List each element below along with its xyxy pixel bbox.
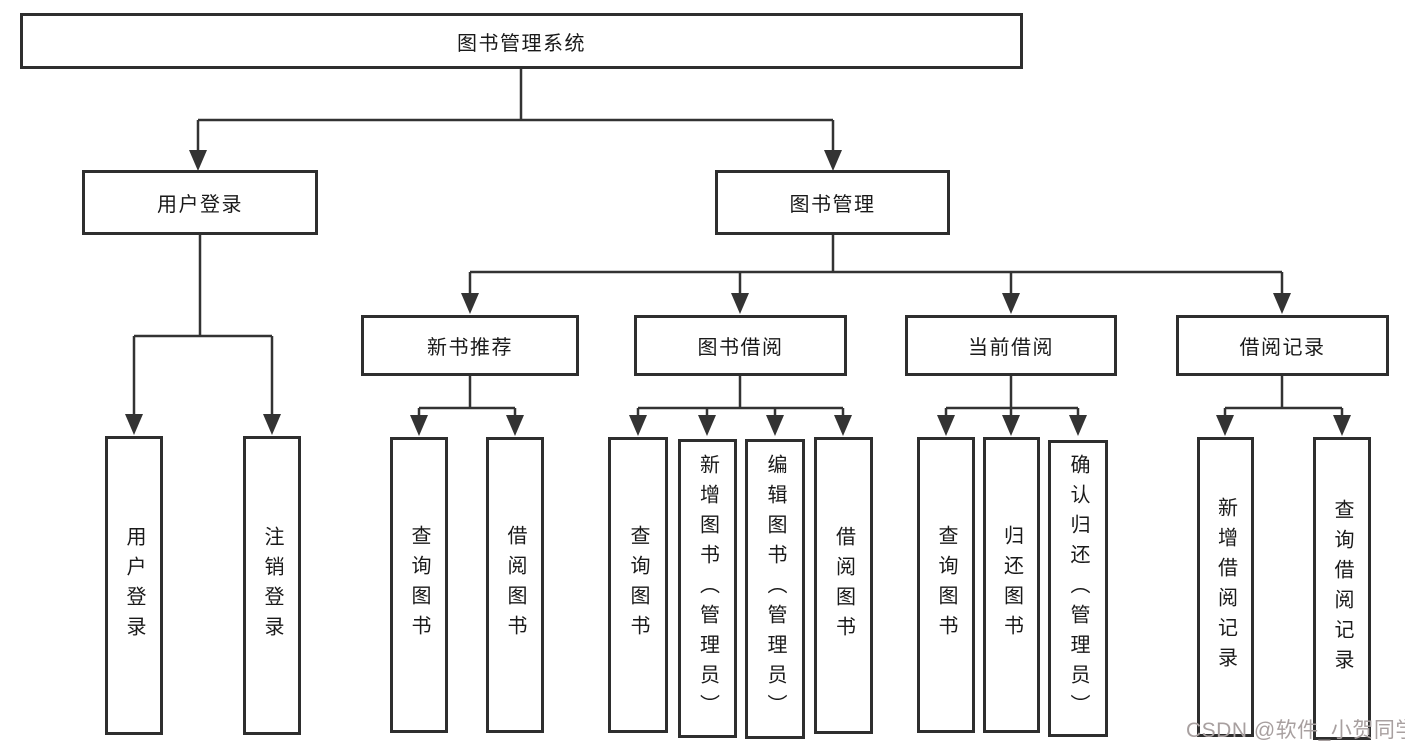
leaf-newbook-borrow-books: 借阅图书 <box>486 437 544 733</box>
node-label: 查询图书 <box>408 525 430 645</box>
node-label: 用户登录 <box>157 194 243 216</box>
node-book-management: 图书管理 <box>715 170 950 235</box>
leaf-logout-login: 注销登录 <box>243 436 301 735</box>
node-book-management-system: 图书管理系统 <box>20 13 1023 69</box>
node-label: 编辑图书（管理员） <box>764 454 786 724</box>
node-label: 注销登录 <box>261 525 283 646</box>
node-label: 确认归还（管理员） <box>1067 453 1089 724</box>
node-label: 借阅记录 <box>1239 337 1326 359</box>
leaf-query-borrow-record: 查询借阅记录 <box>1313 437 1371 740</box>
leaf-current-query-books: 查询图书 <box>917 437 975 733</box>
node-label: 用户登录 <box>123 525 145 646</box>
connector-strokes <box>132 69 1344 417</box>
arrowheads <box>125 150 1351 436</box>
node-current-borrowing: 当前借阅 <box>905 315 1117 376</box>
leaf-newbook-query-books: 查询图书 <box>390 437 448 733</box>
leaf-edit-books-admin: 编辑图书（管理员） <box>745 439 805 739</box>
node-label: 当前借阅 <box>968 337 1054 359</box>
node-label: 新增图书（管理员） <box>696 453 719 724</box>
node-label: 借阅图书 <box>832 525 855 646</box>
leaf-borrowing-query-books: 查询图书 <box>608 437 668 733</box>
node-label: 图书管理 <box>789 194 876 216</box>
node-book-borrowing: 图书借阅 <box>634 315 847 376</box>
node-label: 借阅图书 <box>504 525 526 645</box>
leaf-borrowing-borrow-books: 借阅图书 <box>814 437 873 734</box>
leaf-confirm-return-admin: 确认归还（管理员） <box>1048 440 1108 737</box>
node-borrowing-records: 借阅记录 <box>1176 315 1389 376</box>
leaf-add-borrow-record: 新增借阅记录 <box>1197 437 1254 737</box>
leaf-return-books: 归还图书 <box>983 437 1040 733</box>
node-label: 查询借阅记录 <box>1331 498 1353 679</box>
node-label: 新书推荐 <box>427 337 513 359</box>
node-new-book-recommendation: 新书推荐 <box>361 315 579 376</box>
csdn-watermark: CSDN @软件_小贺同学 <box>1186 719 1405 742</box>
node-label: 图书管理系统 <box>457 32 586 55</box>
node-label: 查询图书 <box>935 525 957 645</box>
node-label: 新增借阅记录 <box>1214 497 1237 677</box>
node-label: 查询图书 <box>627 525 649 645</box>
node-label: 图书借阅 <box>697 337 784 359</box>
leaf-user-login: 用户登录 <box>105 436 163 735</box>
leaf-add-books-admin: 新增图书（管理员） <box>678 439 737 738</box>
node-user-login: 用户登录 <box>82 170 318 235</box>
node-label: 归还图书 <box>1000 525 1023 645</box>
